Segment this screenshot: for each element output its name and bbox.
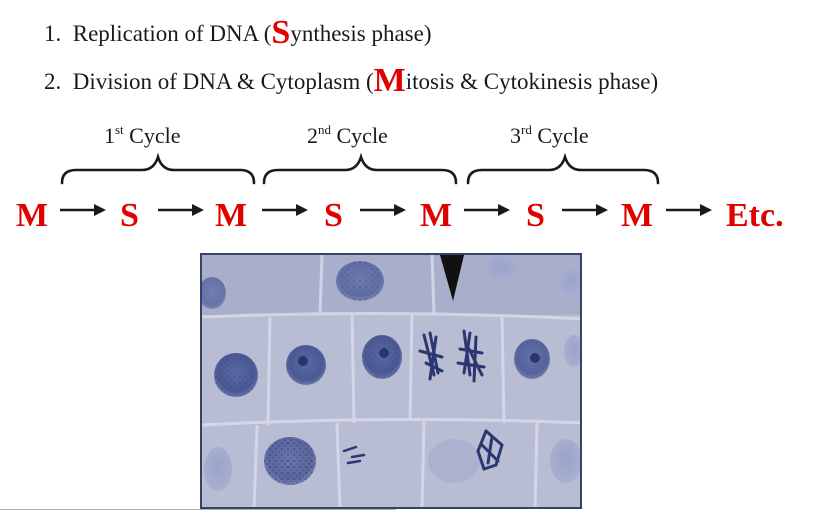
arrow-6 bbox=[562, 204, 608, 216]
phase-s-2: S bbox=[324, 197, 343, 234]
highlight-letter: M bbox=[373, 62, 406, 99]
bottom-divider bbox=[0, 509, 396, 510]
list-text-rest: ynthesis phase) bbox=[290, 21, 432, 46]
cycle-label-2: 2nd Cycle bbox=[307, 122, 388, 148]
phase-s-3: S bbox=[526, 197, 545, 234]
phase-m-1: M bbox=[16, 197, 49, 234]
arrow-3 bbox=[262, 204, 308, 216]
cycle-diagram-lines bbox=[60, 152, 712, 216]
phase-m-4: M bbox=[621, 197, 654, 234]
list-number: 2. bbox=[44, 69, 62, 94]
phase-etc: Etc. bbox=[726, 197, 784, 234]
phase-s-1: S bbox=[120, 197, 139, 234]
brace-1 bbox=[60, 152, 256, 185]
onion-root-tip-cells bbox=[202, 255, 580, 507]
arrow-7 bbox=[666, 204, 712, 216]
micrograph-image bbox=[200, 253, 582, 509]
arrow-5 bbox=[464, 204, 510, 216]
list-item-division: 2. Division of DNA & Cytoplasm (Mitosis … bbox=[44, 64, 658, 98]
arrow-1 bbox=[60, 204, 106, 216]
list-item-replication: 1. Replication of DNA (Synthesis phase) bbox=[44, 16, 432, 50]
pointer-arrowhead bbox=[440, 255, 464, 301]
brace-3 bbox=[466, 152, 660, 185]
list-number: 1. bbox=[44, 21, 62, 46]
list-text: Division of DNA & Cytoplasm ( bbox=[72, 69, 374, 94]
list-text-rest: itosis & Cytokinesis phase) bbox=[405, 69, 659, 94]
cycle-label-1: 1st Cycle bbox=[104, 122, 181, 148]
arrow-4 bbox=[360, 204, 406, 216]
brace-2 bbox=[262, 152, 458, 185]
arrow-2 bbox=[158, 204, 204, 216]
highlight-letter: S bbox=[271, 14, 291, 51]
phase-m-3: M bbox=[420, 197, 453, 234]
phase-m-2: M bbox=[215, 197, 248, 234]
list-text: Replication of DNA ( bbox=[72, 21, 272, 46]
cycle-label-3: 3rd Cycle bbox=[510, 122, 589, 148]
